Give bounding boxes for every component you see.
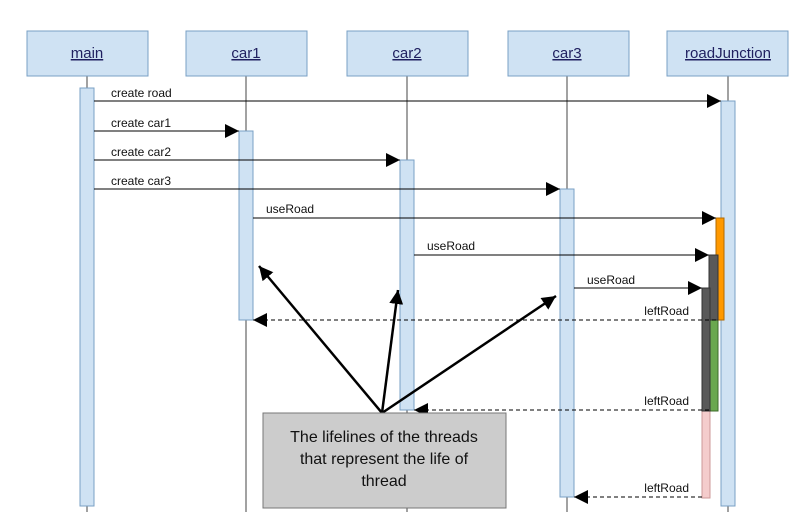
note-line-2: that represent the life of — [300, 451, 469, 468]
message-label-create-car3: create car3 — [111, 174, 171, 188]
message-labels: create road create car1 create car2 crea… — [111, 86, 689, 495]
participant-car3: car3 — [507, 30, 630, 77]
note-pointers — [258, 265, 557, 415]
note-pointer-car1 — [258, 265, 383, 414]
message-label-create-car2: create car2 — [111, 145, 171, 159]
note-pointer-car2 — [380, 289, 404, 414]
message-label-useroad-car1: useRoad — [266, 202, 314, 216]
activation-car2 — [399, 159, 415, 411]
activation-car3 — [559, 188, 575, 498]
note-line-3: thread — [361, 473, 406, 490]
participant-main: main — [26, 30, 149, 77]
message-label-leftroad-car1: leftRoad — [644, 304, 689, 318]
annotation-note: The lifelines of the threads that repres… — [262, 412, 507, 509]
message-label-useroad-car2: useRoad — [427, 239, 475, 253]
message-label-useroad-car3: useRoad — [587, 273, 635, 287]
participant-car1: car1 — [185, 30, 308, 77]
message-label-leftroad-car2: leftRoad — [644, 394, 689, 408]
activation-main — [79, 87, 95, 507]
activation-bars — [79, 87, 736, 507]
message-label-leftroad-car3: leftRoad — [644, 481, 689, 495]
participant-roadjunction: roadJunction — [666, 30, 789, 77]
messages — [94, 94, 721, 504]
participant-label-main: main — [71, 45, 104, 62]
note-pointer-car3 — [381, 294, 557, 415]
note-line-1: The lifelines of the threads — [290, 429, 478, 446]
participant-car2: car2 — [346, 30, 469, 77]
participant-label-car3: car3 — [552, 45, 581, 62]
message-label-create-road: create road — [111, 86, 172, 100]
participant-headers: main car1 car2 car3 roadJunction — [26, 30, 789, 77]
participant-label-car2: car2 — [392, 45, 421, 62]
message-label-create-car1: create car1 — [111, 116, 171, 130]
activation-car1 — [238, 130, 254, 321]
participant-label-roadjunction: roadJunction — [685, 45, 771, 62]
participant-label-car1: car1 — [231, 45, 260, 62]
activation-roadjunction-car3-use-dark — [701, 287, 711, 412]
